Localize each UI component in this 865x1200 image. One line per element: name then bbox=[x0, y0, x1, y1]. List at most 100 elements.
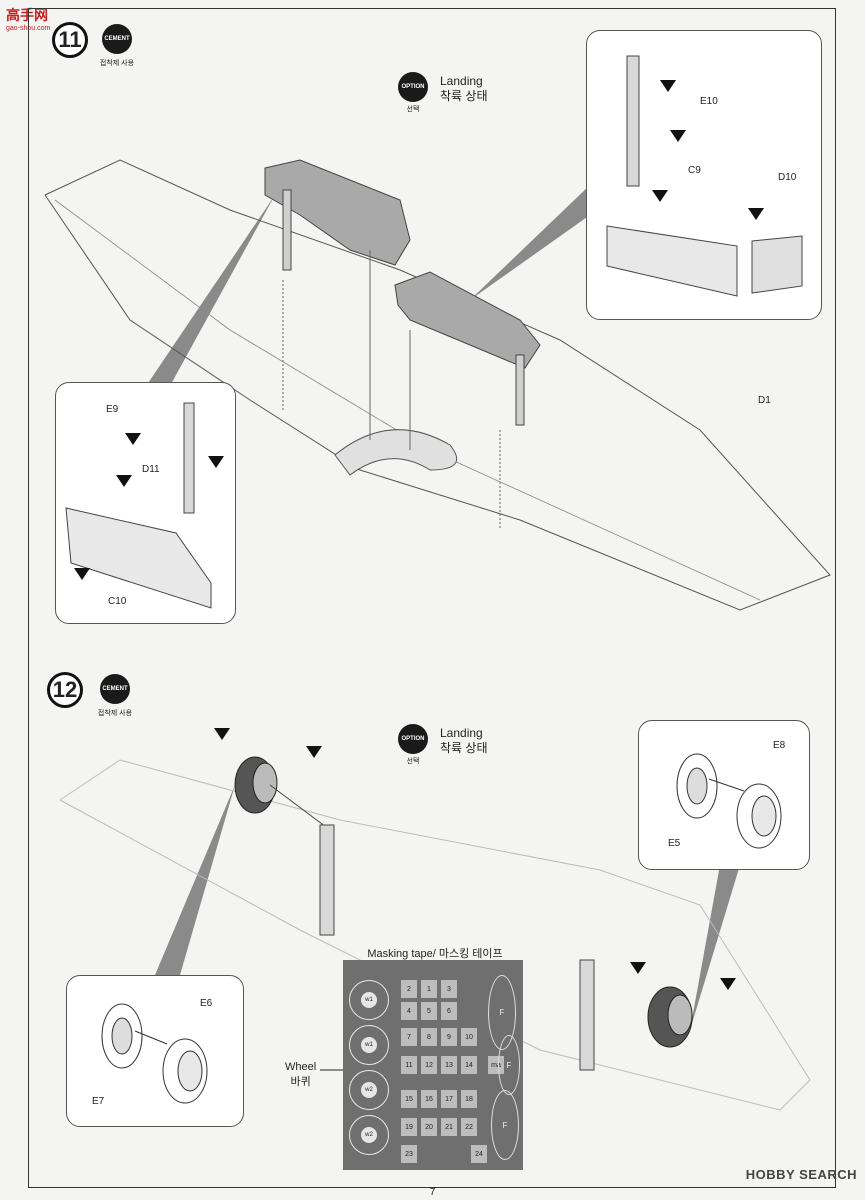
label-d11: D11 bbox=[142, 464, 160, 475]
gear-strut-step12-right bbox=[579, 959, 595, 1071]
step-11-number: 11 bbox=[52, 22, 88, 58]
label-e10: E10 bbox=[700, 96, 718, 107]
mask-oval: F bbox=[491, 1090, 519, 1160]
label-e6: E6 bbox=[200, 998, 213, 1009]
mask-cell: 19 bbox=[401, 1118, 417, 1136]
mask-cell: 18 bbox=[461, 1090, 477, 1108]
mask-cell: 17 bbox=[441, 1090, 457, 1108]
step-11-option-title-en: Landing bbox=[440, 74, 483, 88]
brand-logo: HOBBY SEARCH bbox=[745, 1167, 857, 1182]
step-12-option-caption: 선택 bbox=[406, 758, 420, 765]
mask-wheel: w2 bbox=[349, 1070, 389, 1110]
wheel-label: Wheel 바퀴 bbox=[285, 1060, 316, 1090]
mask-cell: 3 bbox=[441, 980, 457, 998]
mask-cell: 11 bbox=[401, 1056, 417, 1074]
page-frame bbox=[28, 8, 836, 1188]
gear-strut-left bbox=[282, 189, 292, 271]
step-12-option-title-ko: 착륙 상태 bbox=[440, 741, 488, 755]
pointer-right-wheel-callout bbox=[690, 865, 740, 1030]
step-12-option-title-en: Landing bbox=[440, 726, 483, 740]
mask-cell: 8 bbox=[421, 1028, 437, 1046]
callout-right-drawing bbox=[606, 55, 803, 297]
step-11-option-caption: 선택 bbox=[406, 106, 420, 113]
mask-cell: 9 bbox=[441, 1028, 457, 1046]
gear-strut-step12-left bbox=[319, 824, 335, 936]
step-12-cement-caption: 접착제 사용 bbox=[97, 710, 133, 717]
step-11-callout-right bbox=[586, 30, 822, 320]
callout-left-drawing bbox=[65, 402, 212, 609]
label-e5: E5 bbox=[668, 838, 681, 849]
paint-marker-icon bbox=[630, 962, 646, 974]
paint-marker-icon bbox=[306, 746, 322, 758]
mask-cell: 7 bbox=[401, 1028, 417, 1046]
step-12-callout-right bbox=[638, 720, 810, 870]
wing-panel-line bbox=[54, 199, 761, 601]
mask-wheel: w2 bbox=[349, 1115, 389, 1155]
mask-cell: 23 bbox=[401, 1145, 417, 1163]
mask-cell: 20 bbox=[421, 1118, 437, 1136]
label-d10: D10 bbox=[778, 172, 797, 183]
mask-wheel: w1 bbox=[349, 980, 389, 1020]
paint-marker-icon bbox=[748, 208, 764, 220]
mask-cell: 1 bbox=[421, 980, 437, 998]
step-12-number: 12 bbox=[47, 672, 83, 708]
wheel-label-ko: 바퀴 bbox=[290, 1076, 311, 1088]
wing-d1-outline bbox=[44, 159, 831, 611]
mask-cell: 5 bbox=[421, 1002, 437, 1020]
gear-strut-right bbox=[515, 354, 525, 426]
mask-cell: 10 bbox=[461, 1028, 477, 1046]
mask-cell: 14 bbox=[461, 1056, 477, 1074]
label-d1: D1 bbox=[758, 395, 771, 406]
paint-marker-icon bbox=[208, 456, 224, 468]
paint-marker-icon bbox=[660, 80, 676, 92]
pointer-right-callout bbox=[470, 185, 590, 300]
wheel-well bbox=[334, 429, 458, 476]
step-11-cement-icon: CEMENT bbox=[102, 24, 132, 54]
step-12-callout-left bbox=[66, 975, 244, 1127]
label-e9: E9 bbox=[106, 404, 119, 415]
gear-cover-left bbox=[264, 159, 411, 266]
mask-cell: 21 bbox=[441, 1118, 457, 1136]
watermark-site-name: 高手网 bbox=[6, 7, 48, 23]
mask-wheel: w1 bbox=[349, 1025, 389, 1065]
step-11-option-icon: OPTION bbox=[398, 72, 428, 102]
step-11-option-title-ko: 착륙 상태 bbox=[440, 89, 488, 103]
step-11-option-title: Landing 착륙 상태 bbox=[440, 74, 488, 104]
label-c9: C9 bbox=[688, 165, 701, 176]
mask-cell: 24 bbox=[471, 1145, 487, 1163]
label-c10: C10 bbox=[108, 596, 127, 607]
step-12-option-title: Landing 착륙 상태 bbox=[440, 726, 488, 756]
gear-cover-right bbox=[394, 271, 541, 369]
mask-cell: 2 bbox=[401, 980, 417, 998]
mask-cell: 15 bbox=[401, 1090, 417, 1108]
callout-left-wheel-drawing bbox=[101, 1003, 208, 1104]
mask-cell: 6 bbox=[441, 1002, 457, 1020]
label-e8: E8 bbox=[773, 740, 786, 751]
paint-marker-icon bbox=[125, 433, 141, 445]
masking-tape-title: Masking tape/ 마스킹 테이프 bbox=[367, 948, 503, 960]
mask-cell: 16 bbox=[421, 1090, 437, 1108]
wheel-label-en: Wheel bbox=[285, 1061, 317, 1073]
mask-cell: 4 bbox=[401, 1002, 417, 1020]
mask-oval: F bbox=[498, 1035, 520, 1095]
step-11-cement-caption: 접착제 사용 bbox=[99, 60, 135, 67]
paint-marker-icon bbox=[670, 130, 686, 142]
paint-marker-icon bbox=[652, 190, 668, 202]
mask-cell: 12 bbox=[421, 1056, 437, 1074]
paint-marker-icon bbox=[214, 728, 230, 740]
step-11-callout-left bbox=[55, 382, 236, 624]
callout-right-wheel-drawing bbox=[676, 753, 782, 849]
page-number: 7 bbox=[429, 1187, 436, 1198]
mask-cell: 13 bbox=[441, 1056, 457, 1074]
label-e7: E7 bbox=[92, 1096, 105, 1107]
masking-tape-sheet: w1 w1 w2 w2 2 1 3 4 5 6 7 8 9 10 11 12 1… bbox=[343, 960, 523, 1170]
paint-marker-icon bbox=[74, 568, 90, 580]
step-12-cement-icon: CEMENT bbox=[100, 674, 130, 704]
paint-marker-icon bbox=[116, 475, 132, 487]
paint-marker-icon bbox=[720, 978, 736, 990]
mask-cell: 22 bbox=[461, 1118, 477, 1136]
